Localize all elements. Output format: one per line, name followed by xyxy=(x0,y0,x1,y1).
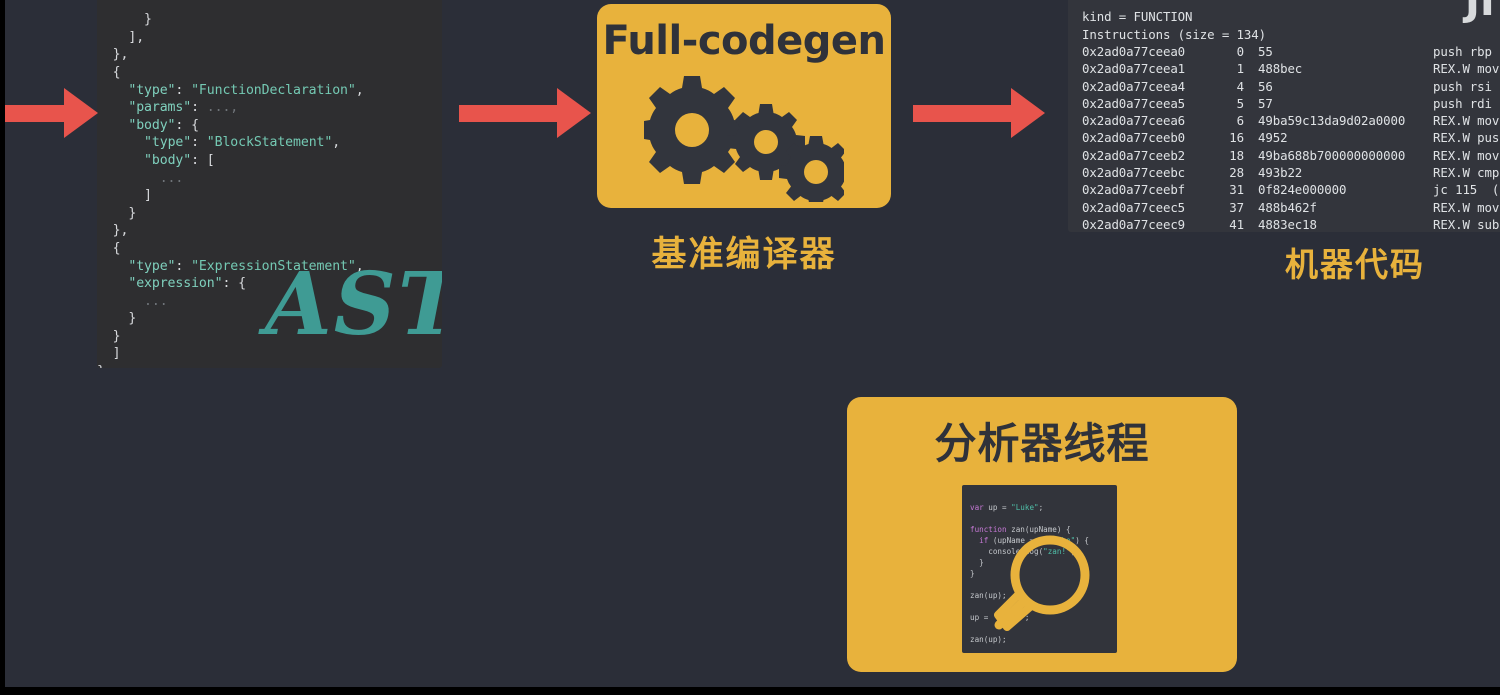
gears-icon xyxy=(638,74,853,208)
profiler-code-panel: var up = "Luke"; function zan(upName) { … xyxy=(962,485,1117,653)
machine-code-panel: JIT kind = FUNCTION Instructions (size =… xyxy=(1068,0,1500,232)
machine-code-caption-cn: 机器代码 xyxy=(1285,245,1425,284)
ast-code-block: } ], }, { "type": "FunctionDeclaration",… xyxy=(97,12,364,368)
arrow-head xyxy=(557,88,591,138)
profiler-code-block: var up = "Luke"; function zan(upName) { … xyxy=(970,502,1089,644)
machine-code-listing: kind = FUNCTION Instructions (size = 134… xyxy=(1082,9,1500,232)
full-codegen-caption-cn: 基准编译器 xyxy=(651,235,837,275)
profiler-thread-title-cn: 分析器线程 xyxy=(934,419,1150,468)
ast-panel: } ], }, { "type": "FunctionDeclaration",… xyxy=(97,0,442,368)
arrow-shaft xyxy=(913,105,1013,122)
arrow-shaft xyxy=(0,105,66,122)
arrow-right-icon-1 xyxy=(0,88,98,138)
frame-edge-bottom xyxy=(0,687,1500,695)
arrow-head xyxy=(64,88,98,138)
arrow-right-icon-2 xyxy=(459,88,591,138)
arrow-right-icon-3 xyxy=(913,88,1045,138)
arrow-shaft xyxy=(459,105,559,122)
full-codegen-title: Full-codegen xyxy=(602,18,886,64)
profiler-thread-box: 分析器线程 var up = "Luke"; function zan(upNa… xyxy=(847,397,1237,672)
frame-edge-left xyxy=(0,0,5,695)
full-codegen-box: Full-codegen xyxy=(597,4,891,208)
machine-code-heading: JIT xyxy=(1464,0,1500,25)
arrow-head xyxy=(1011,88,1045,138)
ast-watermark-label: AST xyxy=(265,254,442,355)
